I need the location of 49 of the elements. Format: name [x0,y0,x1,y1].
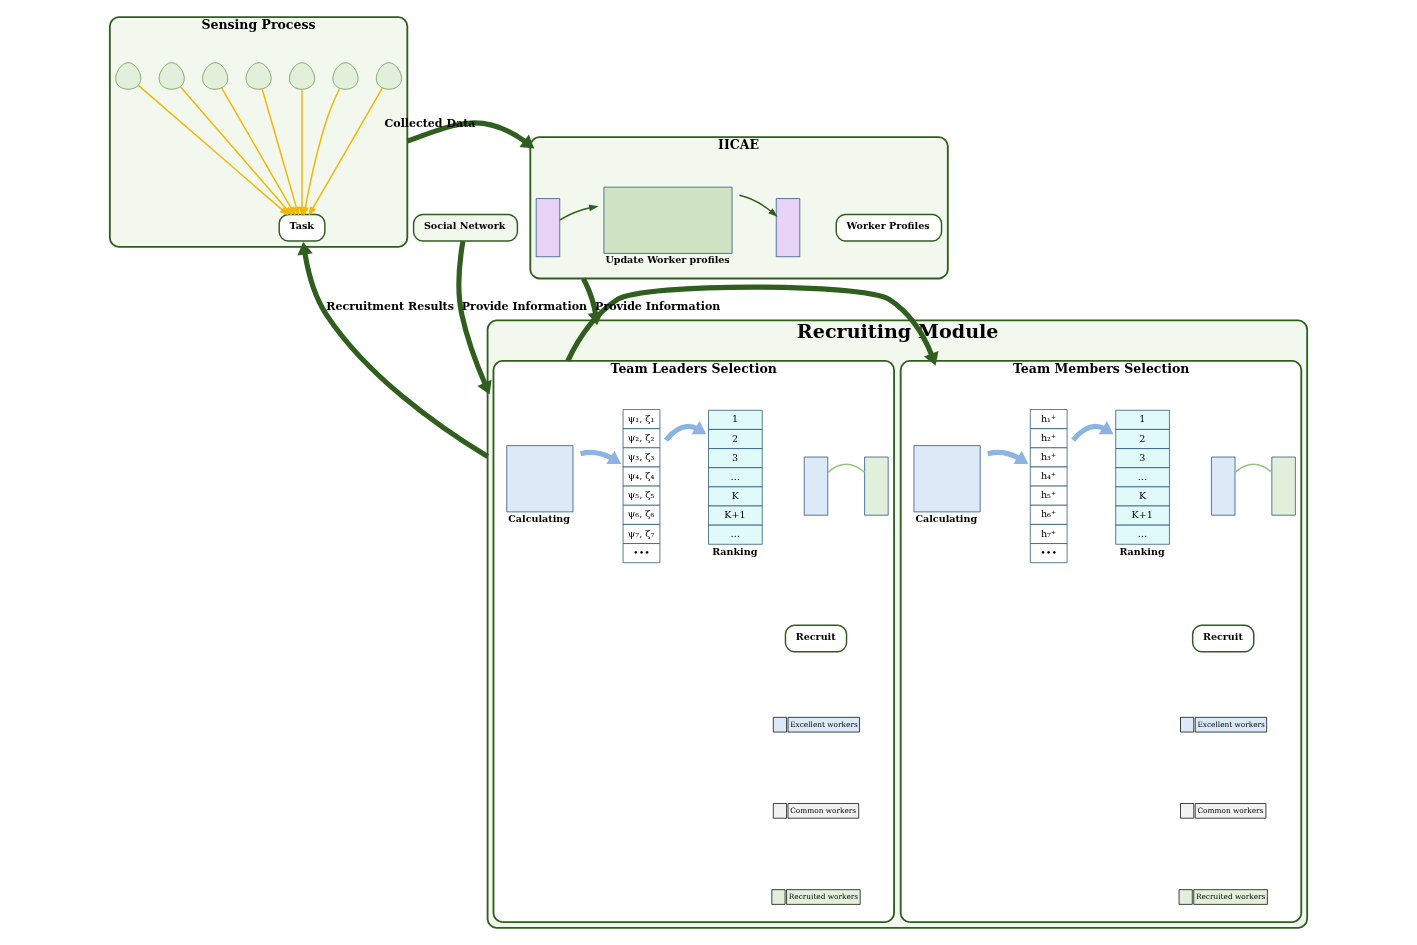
node-box [775,198,801,258]
node-person [376,62,402,90]
node-box: Task [278,213,326,242]
node-person [332,62,359,90]
node-label: Calculating [915,512,978,524]
edge-label: Recruitment Results [326,300,454,314]
node-person [202,62,229,90]
arrow [179,86,293,217]
node-label: Update Worker profiles [605,254,730,266]
arrow [298,88,306,217]
node-person [245,62,272,90]
legend-label: Recruited workers [788,891,859,901]
arrow [987,449,1029,465]
legend-label: Common workers [790,805,857,815]
node-box: Recruit [784,624,848,653]
node-person [289,62,315,90]
arrow [261,88,300,217]
node-person [158,62,185,90]
arrow [1071,421,1114,442]
node-box [535,198,561,258]
arrow [308,87,384,217]
legend-label: Excellent workers [790,719,858,729]
node-label: Calculating [508,512,570,524]
legend-label: Recruited workers [1195,891,1266,901]
node-box: Social Network [412,213,519,242]
node-box [864,456,889,516]
legend-label: Common workers [1197,805,1264,815]
arrow [297,241,489,459]
arrow [559,204,599,221]
node-box [803,456,829,516]
node-person [115,62,142,90]
connector [1234,463,1273,474]
node-box: Worker Profiles [835,213,943,242]
arrow [738,194,778,217]
node-label: Ranking [712,545,758,557]
arrow [220,87,296,217]
arrow [581,277,604,326]
connector [827,463,866,474]
node-label: Ranking [1119,545,1165,557]
node-box [1211,456,1236,516]
arrow [565,284,939,366]
arrow [664,421,707,442]
arrow [456,240,492,395]
arrow [580,449,622,465]
arrow [406,120,535,149]
node-box: Recruit [1191,624,1255,653]
node-box [1271,456,1296,516]
legend-label: Excellent workers [1197,719,1265,729]
arrow [137,84,290,216]
